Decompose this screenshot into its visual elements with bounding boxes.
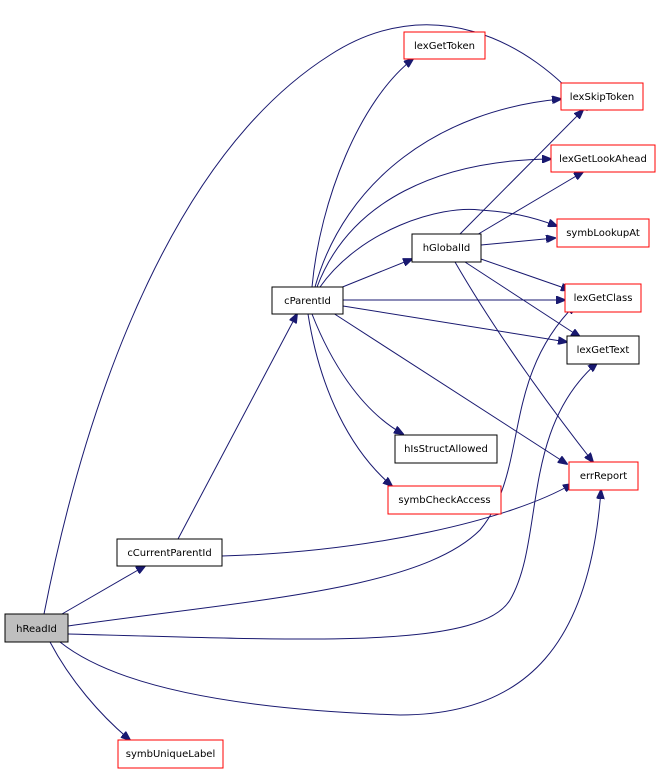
node-label-symbcheckaccess: symbCheckAccess	[398, 495, 490, 506]
node-label-cparentid: cParentId	[284, 296, 331, 307]
node-ccurrentparentid[interactable]: cCurrentParentId	[116, 538, 223, 567]
edge-cparentid-lexgettext	[342, 305, 567, 342]
node-hreadid[interactable]: hReadId	[4, 613, 69, 643]
node-symbuniquelabel[interactable]: symbUniqueLabel	[117, 739, 224, 769]
edges	[43, 24, 601, 740]
edge-ccurrentparentid-cparentid	[177, 314, 297, 540]
node-label-hreadid: hReadId	[16, 624, 57, 635]
nodes: hReadId cCurrentParentId cParentId hGlob…	[4, 31, 656, 769]
node-lexgetclass[interactable]: lexGetClass	[564, 283, 642, 313]
edge-hreadid-lexgettext	[67, 363, 597, 640]
edge-hglobalid-errreport	[454, 261, 593, 462]
node-symbcheckaccess[interactable]: symbCheckAccess	[387, 485, 502, 515]
edge-cparentid-symblookupat	[319, 208, 557, 288]
node-label-errreport: errReport	[580, 471, 627, 482]
node-hisstructallowed[interactable]: hIsStructAllowed	[394, 434, 498, 464]
edge-cparentid-errreport	[332, 312, 567, 464]
node-hglobalid[interactable]: hGlobalId	[411, 233, 482, 263]
edge-cparentid-lexskiptoken	[314, 99, 561, 288]
edge-hglobalid-lexgettext	[464, 261, 580, 337]
edge-hglobalid-lexgetlookahead	[474, 172, 583, 237]
node-label-lexgetclass: lexGetClass	[574, 293, 633, 304]
edge-hreadid-ccurrentparentid	[61, 566, 145, 615]
edge-hreadid-errreport	[59, 490, 601, 716]
edge-cparentid-lexgetlookahead	[316, 159, 551, 288]
node-cparentid[interactable]: cParentId	[271, 286, 344, 315]
node-label-symblookupat: symbLookupAt	[566, 228, 640, 239]
node-label-lexskiptoken: lexSkipToken	[570, 92, 634, 103]
edge-cparentid-hisstructallowed	[311, 313, 403, 434]
edge-hreadid-symbuniquelabel	[49, 641, 130, 740]
edge-cparentid-hglobalid	[339, 259, 412, 289]
node-label-lexgetlookahead: lexGetLookAhead	[559, 154, 647, 165]
edge-cparentid-lexgettoken	[311, 59, 413, 288]
node-label-lexgettext: lexGetText	[577, 345, 630, 356]
node-lexskiptoken[interactable]: lexSkipToken	[560, 82, 644, 111]
edge-ccurrentparentid-errreport	[221, 484, 572, 557]
node-lexgettoken[interactable]: lexGetToken	[403, 31, 486, 60]
node-label-hglobalid: hGlobalId	[423, 243, 471, 254]
node-errreport[interactable]: errReport	[568, 461, 639, 491]
edge-hglobalid-lexgetclass	[477, 257, 570, 290]
edge-cparentid-symbcheckaccess	[307, 313, 392, 486]
node-label-symbuniquelabel: symbUniqueLabel	[126, 749, 215, 760]
node-label-lexgettoken: lexGetToken	[414, 41, 475, 52]
edge-hglobalid-symblookupat	[480, 238, 555, 246]
node-label-ccurrentparentid: cCurrentParentId	[127, 548, 211, 559]
node-lexgettext[interactable]: lexGetText	[566, 335, 640, 365]
edge-hglobalid-lexskiptoken	[459, 110, 583, 235]
edge-hreadid-lexskiptoken	[43, 24, 587, 615]
node-symblookupat[interactable]: symbLookupAt	[556, 218, 650, 248]
edge-hreadid-lexgetclass	[67, 305, 575, 627]
node-lexgetlookahead[interactable]: lexGetLookAhead	[550, 144, 656, 173]
node-label-hisstructallowed: hIsStructAllowed	[404, 444, 488, 455]
